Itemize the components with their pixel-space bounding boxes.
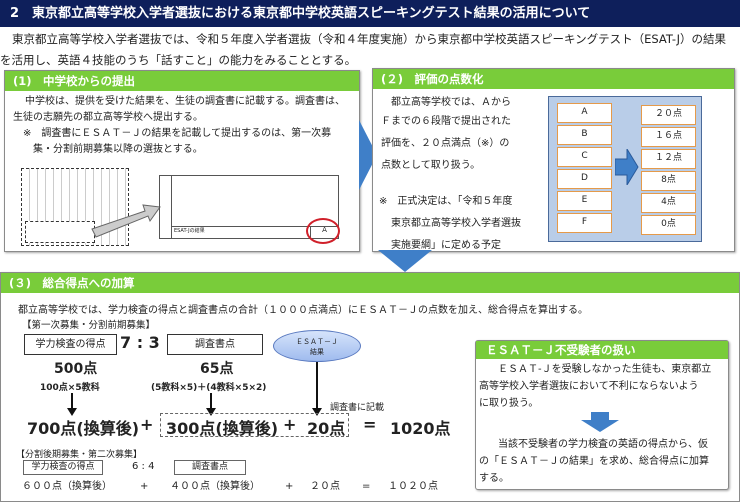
- esat-label: ＥＳＡＴ－Ｊ: [296, 338, 338, 346]
- exam-score-box: 学力検査の得点: [23, 460, 103, 475]
- grade-cell: F: [557, 213, 612, 233]
- chevron-right-icon: [359, 120, 377, 190]
- report-points: 65点: [200, 361, 234, 377]
- non-taker-heading: ＥＳＡＴ－Ｊ不受験者の扱い: [476, 341, 728, 359]
- total-points: 1020点: [390, 419, 451, 438]
- text-line: 評価を、２０点満点（※）の: [381, 138, 510, 149]
- section-heading: (1) 中学校からの提出: [5, 71, 359, 91]
- arrow-right-icon: [615, 149, 639, 185]
- total-points: １０２０点: [388, 481, 438, 492]
- exam-points: 500点: [54, 361, 98, 377]
- arrow-down-icon: [581, 412, 619, 432]
- ratio-text: 6 : 4: [132, 461, 155, 472]
- intro-line-2: を活用し、英語４技能のうち「話すこと」の能力をみることとする。: [0, 53, 357, 67]
- second-round-label: 【分割後期募集・第二次募集】: [16, 450, 143, 460]
- text-line: 中学校は、提供を受けた結果を、生徒の調査書に記載する。調査書は、: [25, 96, 345, 107]
- equals-sign: =: [362, 481, 371, 492]
- text-line: に取り扱う。: [479, 398, 539, 409]
- note-line: ※ 正式決定は、「令和５年度: [379, 196, 513, 207]
- plus-sign: +: [140, 415, 154, 434]
- section-scoring: (２) 評価の点数化 都立高等学校では、Ａから Ｆまでの６段階で提出された 評価…: [372, 68, 735, 252]
- points-cell: １２点: [641, 149, 696, 169]
- intro-line-1: 東京都立高等学校入学者選抜では、令和５年度入学者選抜（令和４年度実施）から東京都…: [12, 32, 727, 46]
- converted-exam: 700点(換算後): [27, 419, 140, 438]
- text-line: 都立高等学校では、Ａから: [391, 97, 511, 108]
- grade-cell: B: [557, 125, 612, 145]
- chevron-down-icon: [378, 250, 432, 272]
- arrow-icon: [91, 204, 161, 238]
- report-score-box: 調査書点: [167, 334, 263, 355]
- text-line: 生徒の志願先の都立高等学校へ提出する。: [13, 112, 203, 123]
- page-title: 2 東京都立高等学校入学者選抜における東京都中学校英語スピーキングテスト結果の活…: [0, 0, 740, 27]
- recorded-note: 調査書に記載: [330, 403, 385, 413]
- text-line: ＥＳＡＴ-Ｊを受験しなかった生徒も、東京都立: [498, 364, 712, 375]
- text-line: 集・分割前期募集以降の選抜とする。: [33, 144, 203, 155]
- plus-sign: +: [283, 415, 297, 434]
- text-line: の「ＥＳＡＴ－Ｊの結果」を求め、総合得点に加算: [479, 456, 709, 467]
- report-score-box: 調査書点: [174, 460, 246, 475]
- grade-cell: D: [557, 169, 612, 189]
- exam-calc: 100点×5教科: [40, 383, 100, 393]
- points-cell: ２０点: [641, 105, 696, 125]
- converted-report: 300点(換算後): [166, 419, 279, 438]
- points-cell: １６点: [641, 127, 696, 147]
- text-line: 点数として取り扱う。: [381, 160, 481, 171]
- text-line: する。: [479, 473, 509, 484]
- equals-sign: =: [363, 415, 377, 434]
- points-cell: 8点: [641, 171, 696, 191]
- lead-text: 都立高等学校では、学力検査の得点と調査書点の合計（１０００点満点）にＥＳＡＴ－Ｊ…: [18, 305, 588, 316]
- grade-cell: C: [557, 147, 612, 167]
- points-cell: 0点: [641, 215, 696, 235]
- non-taker-box: ＥＳＡＴ－Ｊ不受験者の扱い ＥＳＡＴ-Ｊを受験しなかった生徒も、東京都立 高等学…: [475, 340, 729, 490]
- note-line: 実施要綱」に定める予定: [391, 240, 501, 251]
- conversion-table: A B C D E F ２０点 １６点 １２点 8点 4点 0点: [548, 96, 702, 242]
- section-heading: (３) 総合得点への加算: [1, 273, 739, 293]
- arrow-down-icon: [210, 393, 212, 409]
- plus-sign: +: [140, 481, 149, 492]
- grade-cell: A: [557, 103, 612, 123]
- esat-result-ellipse: ＥＳＡＴ－Ｊ 結果: [273, 330, 361, 362]
- highlight-circle: [306, 218, 340, 244]
- form-label: ESAT-Jの結果: [172, 226, 339, 239]
- text-line: 高等学校入学者選抜において不利にならないよう: [479, 381, 699, 392]
- section-heading: (２) 評価の点数化: [373, 69, 734, 89]
- exam-score-box: 学力検査の得点: [24, 334, 117, 355]
- arrow-down-icon: [316, 362, 318, 409]
- text-line: ※ 調査書にＥＳＡＴ－Ｊの結果を記載して提出するのは、第一次募: [23, 128, 332, 139]
- section-submission: (1) 中学校からの提出 中学校は、提供を受けた結果を、生徒の調査書に記載する。…: [4, 70, 360, 252]
- esat-sublabel: 結果: [310, 348, 324, 356]
- converted-report: ４００点（換算後）: [170, 481, 260, 492]
- plus-sign: +: [285, 481, 294, 492]
- report-form-thumbnail: [21, 168, 129, 246]
- ratio-text: 7 : 3: [120, 333, 160, 352]
- text-line: Ｆまでの６段階で提出された: [381, 116, 511, 127]
- converted-exam: ６００点（換算後）: [22, 481, 112, 492]
- esat-points: ２０点: [310, 481, 340, 492]
- text-line: 当該不受験者の学力検査の英語の得点から、仮: [498, 439, 708, 450]
- esat-points: 20点: [307, 419, 346, 438]
- grade-cell: E: [557, 191, 612, 211]
- report-calc: (5教科×5)＋(4教科×5×2): [151, 383, 267, 393]
- arrow-down-icon: [71, 393, 73, 409]
- report-dashed-box: [160, 413, 349, 437]
- first-round-label: 【第一次募集・分割前期募集】: [22, 320, 156, 331]
- points-cell: 4点: [641, 193, 696, 213]
- note-line: 東京都立高等学校入学者選抜: [391, 218, 521, 229]
- report-form-detail: ESAT-Jの結果 A: [159, 175, 340, 244]
